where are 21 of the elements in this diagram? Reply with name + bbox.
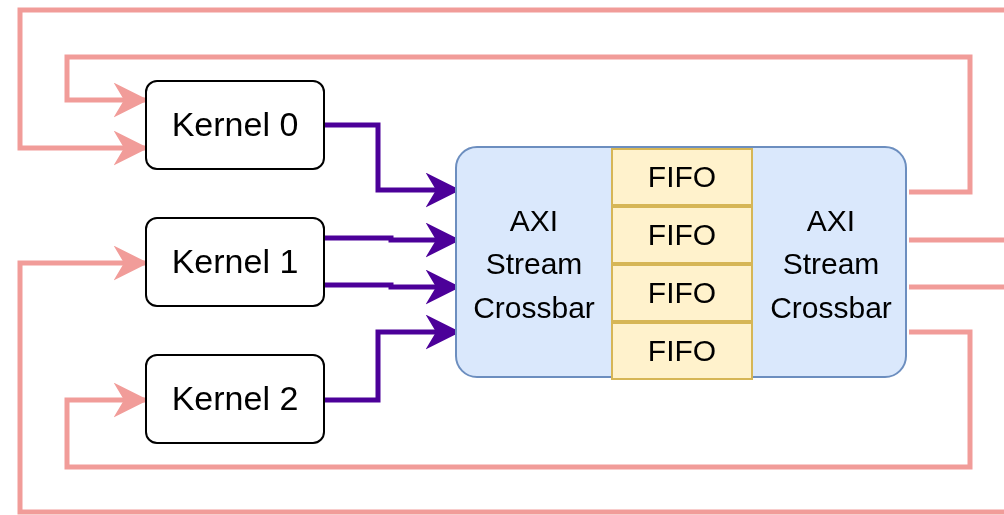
kernel-label: Kernel 2	[171, 378, 299, 420]
fifo-label: FIFO	[647, 333, 717, 370]
kernel-label: Kernel 1	[171, 241, 299, 283]
fifo-label: FIFO	[647, 275, 717, 312]
fifo-box	[611, 206, 753, 264]
fifo-box	[611, 322, 753, 380]
arrow	[64, 329, 973, 470]
crossbar-label: AXI Stream Crossbar	[769, 202, 893, 326]
kernel-label: Kernel 0	[171, 104, 299, 146]
kernel-box	[145, 80, 325, 170]
fifo-label: FIFO	[647, 159, 717, 196]
arrow	[64, 54, 973, 195]
fifo-box	[611, 148, 753, 206]
kernel-box	[145, 354, 325, 444]
kernel-box	[145, 217, 325, 307]
arrow	[17, 7, 1004, 243]
crossbar-block	[455, 146, 907, 378]
arrow	[17, 245, 1004, 515]
fifo-box	[611, 264, 753, 322]
crossbar-label: AXI Stream Crossbar	[472, 202, 596, 326]
fifo-label: FIFO	[647, 217, 717, 254]
